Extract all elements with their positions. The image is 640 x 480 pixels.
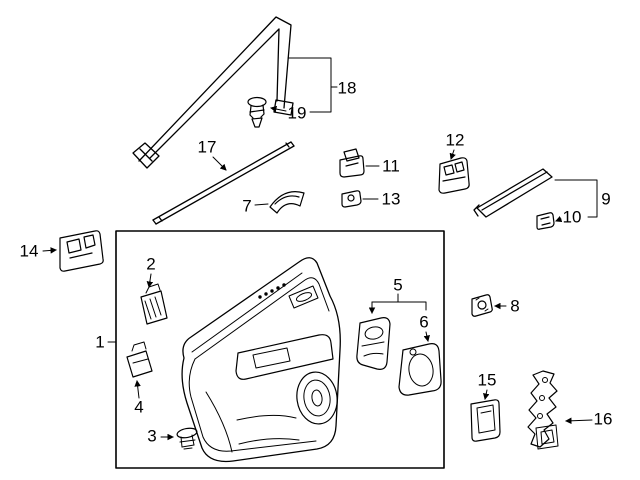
- window-frame-weatherstrip-drawing: [132, 16, 294, 169]
- callout-label-4: 4: [134, 398, 143, 417]
- callout-label-18: 18: [338, 79, 357, 98]
- callout-label-1: 1: [95, 333, 104, 352]
- callout-label-8: 8: [510, 297, 519, 316]
- assembly-outline-box: [115, 230, 445, 469]
- lock-switch-drawing: [126, 341, 153, 378]
- trim-molding-drawing: [473, 168, 553, 218]
- callout-label-19: 19: [288, 104, 307, 123]
- weatherstrip-clip-drawing: [247, 96, 267, 128]
- callout-label-17: 17: [198, 138, 217, 157]
- callout-8: 8: [494, 297, 520, 316]
- callout-4: 4: [134, 380, 144, 417]
- belt-molding-drawing: [152, 141, 295, 225]
- callout-12: 12: [446, 131, 465, 160]
- callout-16: 16: [565, 410, 613, 429]
- handle-cup-drawing: [398, 343, 442, 396]
- door-trim-panel-drawing: [181, 257, 341, 463]
- callout-5: 5: [368, 276, 427, 314]
- callout-1: 1: [95, 333, 117, 352]
- callout-label-5: 5: [393, 276, 402, 295]
- callout-6: 6: [419, 313, 430, 342]
- armrest-detail: [235, 334, 334, 380]
- callout-10: 10: [555, 208, 582, 227]
- callout-label-10: 10: [563, 208, 582, 227]
- latch-bracket-drawing: [527, 370, 559, 450]
- speaker-grille: [296, 371, 338, 425]
- callout-label-6: 6: [419, 313, 428, 332]
- callout-13: 13: [362, 190, 401, 209]
- callout-label-15: 15: [478, 371, 497, 390]
- callout-label-11: 11: [382, 157, 400, 176]
- molding-clip-drawing: [536, 212, 555, 230]
- callout-7: 7: [242, 197, 269, 216]
- callout-14: 14: [20, 242, 57, 261]
- callout-label-7: 7: [242, 197, 251, 216]
- callout-19: 19: [270, 104, 307, 123]
- power-switch-drawing: [438, 157, 470, 194]
- callout-15: 15: [478, 371, 497, 400]
- switch-retainer-clip-drawing: [341, 190, 362, 208]
- callout-2: 2: [146, 255, 156, 288]
- courtesy-lamp-drawing: [470, 399, 501, 442]
- handle-bezel-drawing: [356, 317, 391, 370]
- panel-clip-drawing: [176, 427, 198, 450]
- callout-11: 11: [365, 157, 400, 176]
- callout-3: 3: [147, 427, 174, 446]
- corner-cover-drawing: [269, 191, 305, 214]
- grommet-clip-drawing: [471, 294, 493, 317]
- callout-label-14: 14: [20, 242, 39, 261]
- switch-bezel-drawing: [140, 283, 168, 325]
- mount-bracket-drawing: [59, 230, 104, 272]
- callout-label-16: 16: [594, 410, 613, 429]
- callout-9: 9: [554, 179, 611, 218]
- callout-18: 18: [287, 57, 357, 113]
- callout-label-12: 12: [446, 131, 465, 150]
- pull-handle-detail: [288, 285, 319, 309]
- callout-label-3: 3: [147, 427, 156, 446]
- window-switch-drawing: [339, 148, 365, 178]
- callout-label-2: 2: [146, 255, 155, 274]
- callout-label-9: 9: [601, 190, 610, 209]
- callout-17: 17: [198, 138, 227, 171]
- callout-label-13: 13: [382, 190, 401, 209]
